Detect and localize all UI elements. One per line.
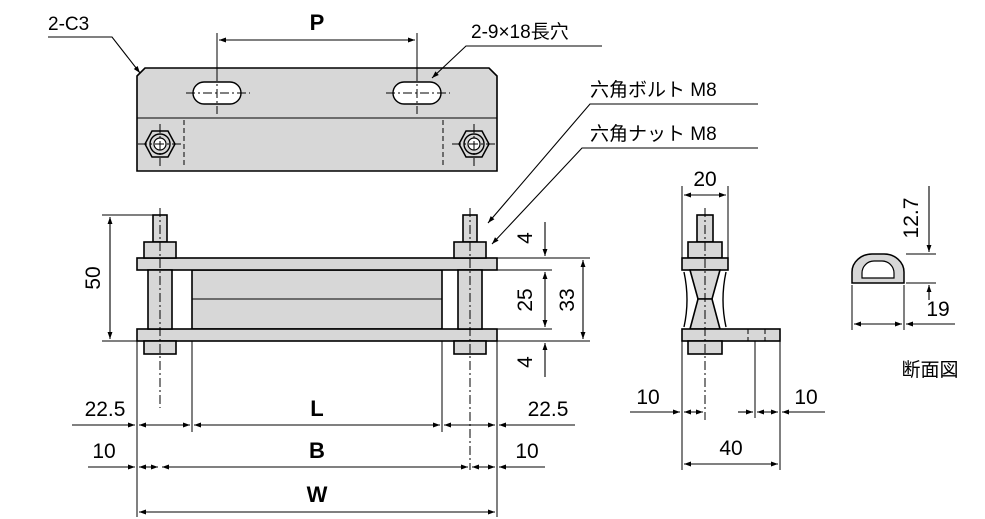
side-10-right-label: 10: [794, 386, 817, 409]
sec-12-7-label: 12.7: [900, 198, 923, 239]
dim-4-top-label: 4: [514, 232, 537, 244]
right-22-5-label: 22.5: [528, 398, 569, 421]
section-caption: 断面図: [901, 359, 958, 381]
left-10-label: 10: [92, 440, 115, 463]
front-view: [136, 208, 498, 470]
side-40-label: 40: [719, 437, 742, 460]
right-10-label: 10: [515, 440, 538, 463]
length-L-label: L: [310, 396, 323, 421]
dim-33-label: 33: [556, 288, 579, 311]
chamfer-label: 2-C3: [48, 14, 89, 35]
pitch-label: P: [310, 10, 325, 35]
bolt-label: 六角ボルト M8: [590, 79, 717, 101]
sec-19-label: 19: [926, 298, 949, 321]
width-B-label: B: [309, 438, 325, 463]
height-total-label: 50: [82, 266, 105, 289]
left-22-5-label: 22.5: [85, 398, 126, 421]
dim-25-label: 25: [514, 288, 537, 311]
side-view: [681, 208, 781, 420]
side-10-left-label: 10: [636, 386, 659, 409]
side-20-label: 20: [693, 168, 716, 191]
slot-label: 2-9×18長穴: [471, 21, 569, 43]
section-view: [851, 253, 905, 284]
nut-label: 六角ナット M8: [590, 123, 717, 145]
top-view: [136, 67, 498, 172]
dim-4-bottom-label: 4: [514, 356, 537, 368]
width-W-label: W: [307, 482, 328, 507]
